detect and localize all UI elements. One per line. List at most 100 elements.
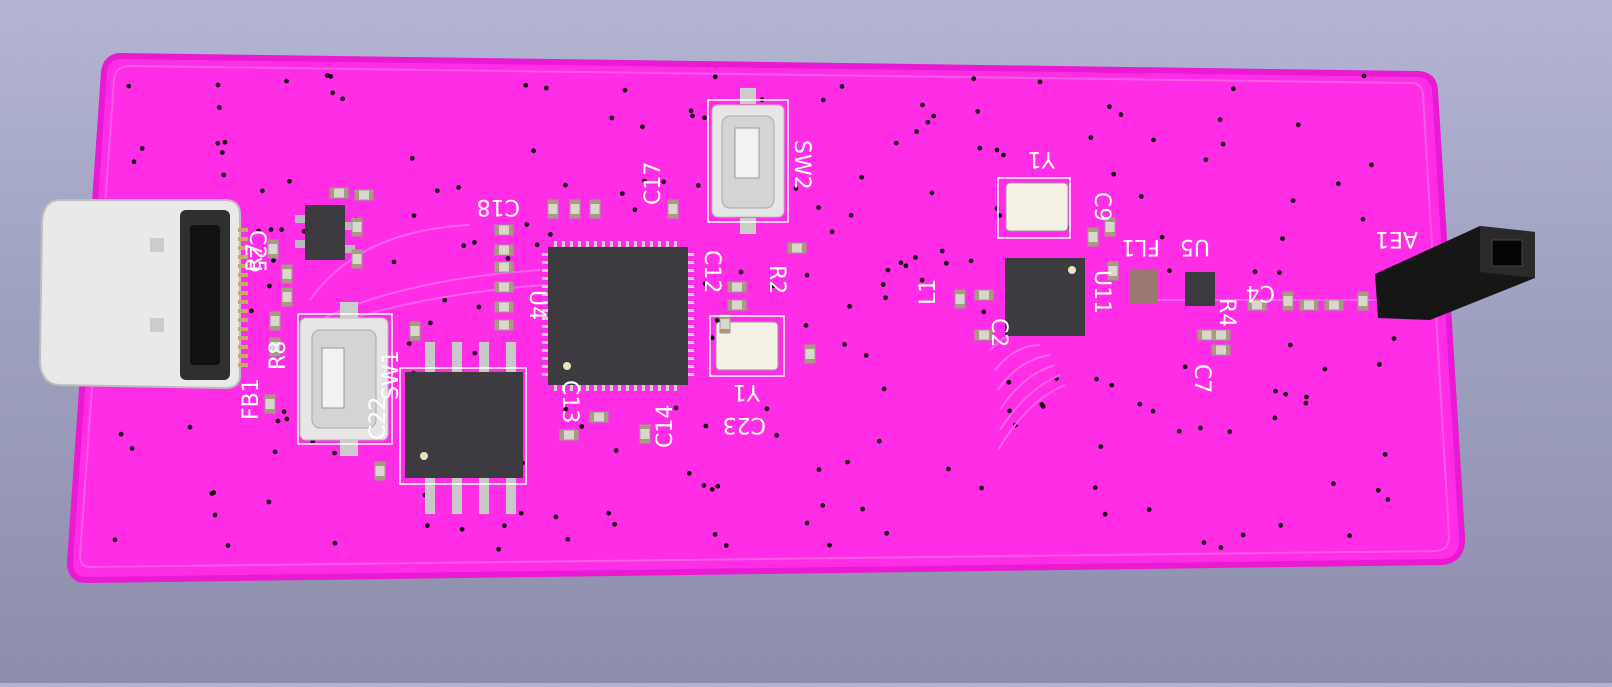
passive-chip [1211,329,1231,341]
passive-chip [494,281,514,293]
via [209,491,215,496]
passive-chip [281,264,293,284]
via [563,182,568,188]
designator-c4: C4 [1246,280,1275,305]
designator-l1: L1 [916,279,941,305]
designator-y1-top: Y1 [1028,146,1056,171]
ic-regulator-u2 [295,205,355,260]
via [738,269,744,275]
via [1304,394,1309,400]
via [820,97,826,103]
via [518,510,524,516]
via [688,108,694,114]
ic-flash-soic8 [405,342,523,514]
via [1006,379,1012,385]
via [126,83,132,89]
via [632,207,638,213]
via [409,155,415,161]
passive-chip [329,187,349,199]
passive-chip [351,217,363,237]
via [1283,391,1289,397]
ic-filter [1130,270,1215,306]
designator-r7: R7 [243,243,268,272]
via [712,532,718,537]
via [968,258,974,264]
via [1287,342,1293,348]
via [848,212,854,218]
via [442,297,448,303]
via [803,323,809,328]
designator-r8: R8 [266,341,291,370]
via [640,124,645,130]
via [505,256,511,261]
via [1361,73,1367,79]
via [476,304,482,310]
via [709,486,715,492]
via [328,74,334,79]
designator-c12: C12 [699,250,724,293]
via [287,178,292,184]
designator-c14: C14 [653,405,678,448]
via [903,263,909,269]
via-field [112,73,1397,552]
via [267,283,272,289]
via [1001,152,1006,158]
via [1203,157,1209,163]
designator-u5: U5 [1180,234,1210,259]
via [1369,162,1374,168]
via [461,243,467,249]
via [1182,364,1188,370]
passive-chip [494,224,514,236]
via [472,240,477,245]
passive-chip [351,249,363,269]
via [1098,444,1104,449]
via [1331,481,1336,487]
via [428,320,433,326]
via [1111,171,1117,177]
via [472,350,478,356]
via [709,335,715,341]
passive-chip [1211,344,1231,356]
designator-c23: C23 [723,412,766,437]
passive-chip [954,289,966,309]
via [524,222,530,227]
via [332,540,338,546]
designator-r2: R2 [764,265,789,294]
via [622,87,628,93]
via [1039,402,1045,407]
via [1118,112,1124,118]
passive-chip [804,344,816,364]
via [284,416,290,422]
via [829,229,835,235]
passive-chip [559,429,579,441]
via [885,267,891,273]
via [1391,336,1397,341]
passive-chip [719,314,731,334]
via [1375,487,1381,493]
via [279,227,284,233]
via [284,78,289,84]
via [863,353,869,358]
passive-chip [269,311,281,331]
via [977,145,983,151]
crystal-icon [715,182,1069,371]
via [609,115,615,121]
via [914,129,919,135]
via [1220,141,1226,147]
via [1151,137,1156,143]
tactile-switch-icon [711,88,785,234]
via [1278,522,1284,528]
designator-y1-bottom: Y1 [733,379,761,404]
passive-chip [1107,261,1119,281]
passive-chip [269,337,281,357]
via [531,148,536,154]
via [1094,376,1099,382]
passive-chip [1357,291,1369,311]
via [131,159,137,165]
via [876,438,882,444]
via [496,546,502,552]
designator-sw2: SW2 [789,140,814,190]
via [456,185,461,190]
